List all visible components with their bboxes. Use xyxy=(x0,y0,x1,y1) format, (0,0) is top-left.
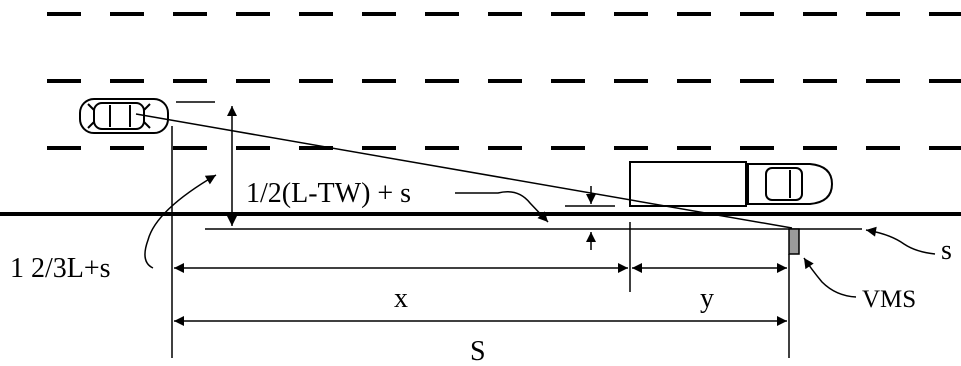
truck-top-view-icon xyxy=(629,161,834,207)
vms-label: VMS xyxy=(862,286,916,313)
car-offset-label: 1 2/3L+s xyxy=(10,253,111,284)
lateral-offset-leader xyxy=(455,191,549,223)
sight-line xyxy=(135,113,793,229)
shoulder-offset-label: s xyxy=(941,235,952,266)
dim-x-label: x xyxy=(394,283,408,314)
vms-leader xyxy=(803,257,857,298)
dim-y-label: y xyxy=(700,283,714,314)
vms-sign-icon xyxy=(788,228,800,255)
lane-markings xyxy=(47,12,961,150)
dim-s-label: S xyxy=(470,336,486,366)
car-offset-leader xyxy=(144,174,217,269)
lateral-offset-label: 1/2(L-TW) + s xyxy=(246,178,411,209)
car-top-view-icon xyxy=(79,98,169,134)
shoulder-offset-leader xyxy=(865,226,936,255)
